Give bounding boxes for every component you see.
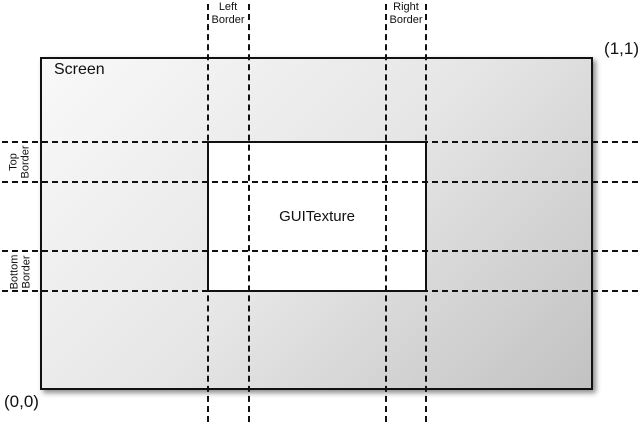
screen-label: Screen (54, 61, 105, 78)
guide-line-top-border (2, 181, 638, 183)
bottom-border-label: Bottom Border (0, 251, 40, 292)
corner-label-bottom-left: (0,0) (4, 392, 39, 411)
left-border-label: Left Border (197, 1, 259, 27)
guitexture-fill (208, 142, 426, 291)
guide-line-bottom-border (2, 250, 638, 252)
bottom-border-label-text: Bottom Border (8, 254, 32, 289)
top-border-label-line2: Border (20, 145, 32, 179)
guide-line-right-border (385, 4, 387, 422)
guitexture-border (207, 141, 427, 292)
guide-line-left-border (248, 4, 250, 422)
right-border-label: Right Border (375, 1, 437, 27)
left-border-label-line2: Border (211, 14, 245, 26)
right-border-label-line2: Border (389, 14, 423, 26)
top-border-label-text: Top Border (8, 145, 32, 178)
left-border-label-line1: Left (218, 1, 238, 13)
guitexture-label: GUITexture (279, 208, 355, 225)
top-border-label: Top Border (0, 142, 40, 182)
top-border-label-line1: Top (8, 153, 20, 171)
bottom-border-label-line2: Border (19, 254, 32, 289)
corner-label-top-right: (1,1) (604, 39, 639, 58)
bottom-border-label-line1: Bottom (7, 254, 20, 289)
right-border-label-line1: Right (393, 1, 419, 13)
